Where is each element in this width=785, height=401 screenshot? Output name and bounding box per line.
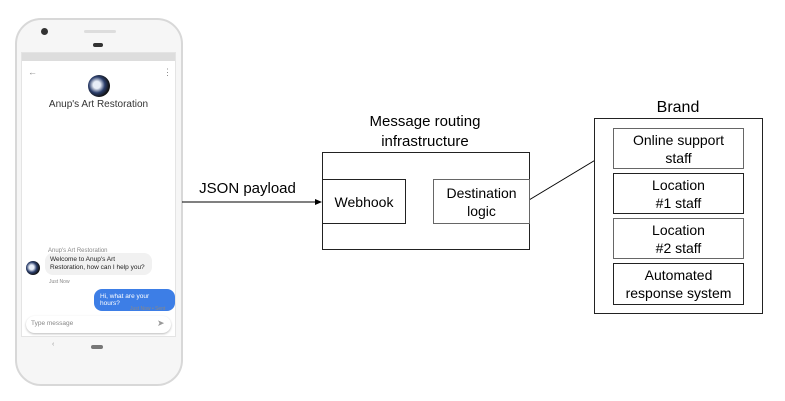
- send-icon[interactable]: ➤: [157, 318, 165, 328]
- more-icon[interactable]: ⋮: [163, 67, 172, 77]
- infrastructure-title: Message routing infrastructure: [369, 113, 481, 150]
- nav-back-icon[interactable]: ‹: [52, 341, 55, 348]
- webhook-box: Webhook: [322, 179, 406, 224]
- outgoing-message: Hi, what are your hours?: [94, 289, 175, 311]
- brand-title: Brand: [656, 99, 700, 116]
- back-arrow-icon[interactable]: ←: [28, 67, 37, 77]
- message-input-placeholder: Type message: [31, 320, 74, 327]
- camera: [41, 28, 48, 35]
- brand-item-automated-response: Automated response system: [613, 263, 744, 305]
- sender-label: Anup's Art Restoration: [48, 248, 108, 254]
- incoming-time: Just Now: [49, 279, 70, 285]
- outgoing-status: Just Now • Sent: [130, 306, 166, 312]
- destination-logic-box: Destination logic: [433, 179, 530, 224]
- brand-item-location-1: Location #1 staff: [613, 173, 744, 214]
- speaker: [84, 30, 116, 33]
- contact-name: Anup's Art Restoration: [48, 99, 149, 110]
- incoming-message: Welcome to Anup's Art Restoration, how c…: [45, 253, 152, 275]
- avatar: [88, 75, 110, 97]
- json-payload-label: JSON payload: [199, 180, 296, 197]
- nav-home-button[interactable]: [91, 345, 103, 349]
- message-input[interactable]: Type message ➤: [26, 316, 171, 333]
- sender-avatar: [26, 261, 40, 275]
- sensor: [93, 43, 103, 47]
- status-bar: [22, 53, 175, 61]
- brand-item-online-support: Online support staff: [613, 128, 744, 169]
- brand-item-location-2: Location #2 staff: [613, 218, 744, 259]
- phone-screen: ← ⋮ Anup's Art Restoration Anup's Art Re…: [21, 52, 176, 337]
